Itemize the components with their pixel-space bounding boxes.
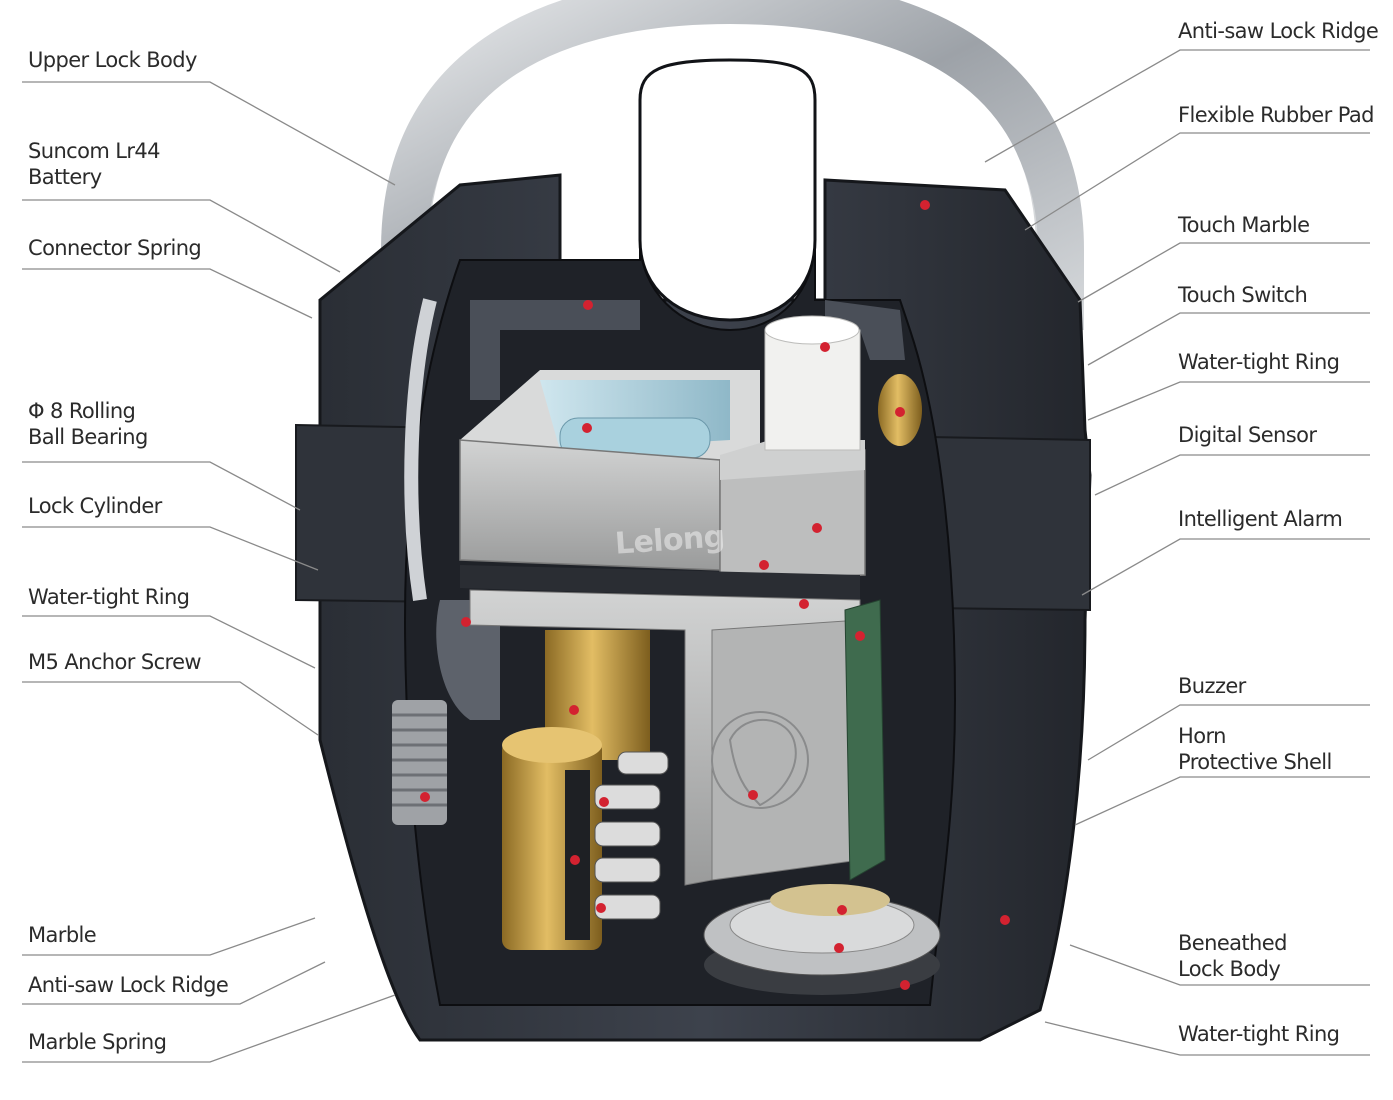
label-anti-saw-lock-ridge-left: Anti-saw Lock Ridge: [28, 973, 229, 997]
label-intelligent-alarm: Intelligent Alarm: [1178, 507, 1343, 531]
label-digital-sensor: Digital Sensor: [1178, 423, 1317, 447]
label-lock-cylinder: Lock Cylinder: [28, 494, 162, 518]
label-m5-anchor-screw: M5 Anchor Screw: [28, 650, 202, 674]
left-components: [392, 298, 500, 825]
shackle: [381, 0, 1084, 330]
label-horn-protective-shell: Horn Protective Shell: [1178, 724, 1332, 774]
horn-disc: [703, 884, 941, 995]
marble-pins: [565, 751, 669, 940]
label-water-tight-ring-left: Water-tight Ring: [28, 585, 190, 609]
label-flexible-rubber-pad: Flexible Rubber Pad: [1178, 103, 1374, 127]
label-water-tight-ring-right: Water-tight Ring: [1178, 350, 1340, 374]
watermark-text: Lelong: [613, 519, 726, 562]
label-upper-lock-body: Upper Lock Body: [28, 48, 197, 72]
label-marble: Marble: [28, 923, 97, 947]
label-connector-spring: Connector Spring: [28, 236, 202, 260]
lower-mechanism: [469, 589, 941, 995]
label-touch-marble: Touch Marble: [1178, 213, 1310, 237]
label-buzzer: Buzzer: [1178, 674, 1246, 698]
label-rolling-ball-bearing: Φ 8 Rolling Ball Bearing: [28, 399, 148, 449]
label-touch-switch: Touch Switch: [1178, 283, 1308, 307]
label-marble-spring: Marble Spring: [28, 1030, 167, 1054]
leader-lines: [22, 49, 1370, 1063]
label-anti-saw-lock-ridge-right: Anti-saw Lock Ridge: [1178, 19, 1379, 43]
label-water-tight-ring-bottom: Water-tight Ring: [1178, 1022, 1340, 1046]
label-suncom-battery: Suncom Lr44 Battery: [28, 139, 161, 189]
callout-dots: [420, 200, 1010, 990]
label-beneathed-lock-body: Beneathed Lock Body: [1178, 931, 1287, 981]
